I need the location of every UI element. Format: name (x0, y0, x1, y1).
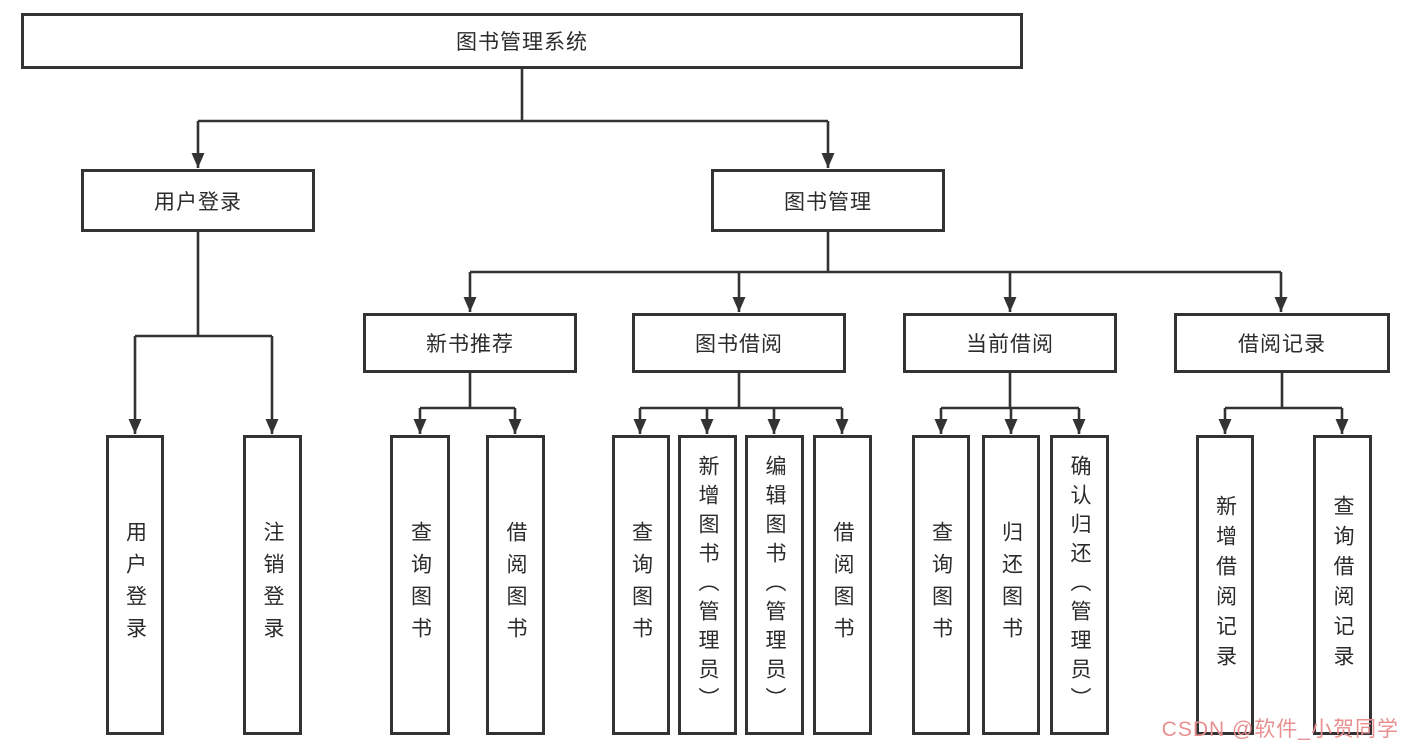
node-borrow-records: 借阅记录 (1174, 313, 1390, 373)
leaf-logout: 注销登录 (243, 435, 302, 735)
leaf-borrow-books: 借阅图书 (813, 435, 872, 735)
node-new-book-recommend: 新书推荐 (363, 313, 577, 373)
node-user-login-label: 用户登录 (154, 190, 242, 214)
node-root: 图书管理系统 (21, 13, 1023, 69)
leaf-edit-book-admin: 编辑图书（管理员） (745, 435, 804, 735)
watermark-text: CSDN @软件_小贺同学 (1161, 718, 1399, 741)
node-current-borrow-label: 当前借阅 (966, 333, 1054, 356)
leaf-query-books-current: 查询图书 (912, 435, 970, 735)
leaf-query-books-borrow-label: 查询图书 (629, 521, 653, 649)
node-book-mgmt: 图书管理 (711, 169, 945, 232)
leaf-query-borrow-record: 查询借阅记录 (1313, 435, 1372, 735)
leaf-query-books-recommend: 查询图书 (390, 435, 450, 735)
leaf-add-borrow-record: 新增借阅记录 (1196, 435, 1254, 735)
leaf-add-borrow-record-label: 新增借阅记录 (1213, 495, 1237, 675)
leaf-confirm-return-admin-label: 确认归还（管理员） (1068, 454, 1091, 716)
leaf-add-book-admin: 新增图书（管理员） (678, 435, 737, 735)
node-borrow-records-label: 借阅记录 (1238, 333, 1326, 356)
leaf-edit-book-admin-label: 编辑图书（管理员） (763, 454, 786, 716)
node-root-label: 图书管理系统 (456, 31, 588, 54)
node-book-mgmt-label: 图书管理 (784, 190, 872, 214)
leaf-borrow-books-label: 借阅图书 (831, 521, 854, 649)
leaf-add-book-admin-label: 新增图书（管理员） (696, 454, 719, 716)
leaf-user-login-label: 用户登录 (123, 521, 147, 649)
leaf-query-books-borrow: 查询图书 (612, 435, 670, 735)
node-book-borrow: 图书借阅 (632, 313, 846, 373)
leaf-logout-label: 注销登录 (261, 521, 284, 649)
node-user-login: 用户登录 (81, 169, 315, 232)
leaf-user-login: 用户登录 (106, 435, 164, 735)
leaf-borrow-books-recommend: 借阅图书 (486, 435, 545, 735)
leaf-query-books-current-label: 查询图书 (929, 521, 953, 649)
leaf-borrow-books-recommend-label: 借阅图书 (504, 521, 527, 649)
leaf-query-borrow-record-label: 查询借阅记录 (1331, 495, 1354, 675)
leaf-return-books: 归还图书 (982, 435, 1040, 735)
leaf-query-books-recommend-label: 查询图书 (408, 521, 432, 649)
leaf-confirm-return-admin: 确认归还（管理员） (1050, 435, 1109, 735)
node-current-borrow: 当前借阅 (903, 313, 1117, 373)
leaf-return-books-label: 归还图书 (999, 521, 1023, 649)
node-new-book-recommend-label: 新书推荐 (426, 333, 514, 356)
node-book-borrow-label: 图书借阅 (695, 333, 783, 356)
